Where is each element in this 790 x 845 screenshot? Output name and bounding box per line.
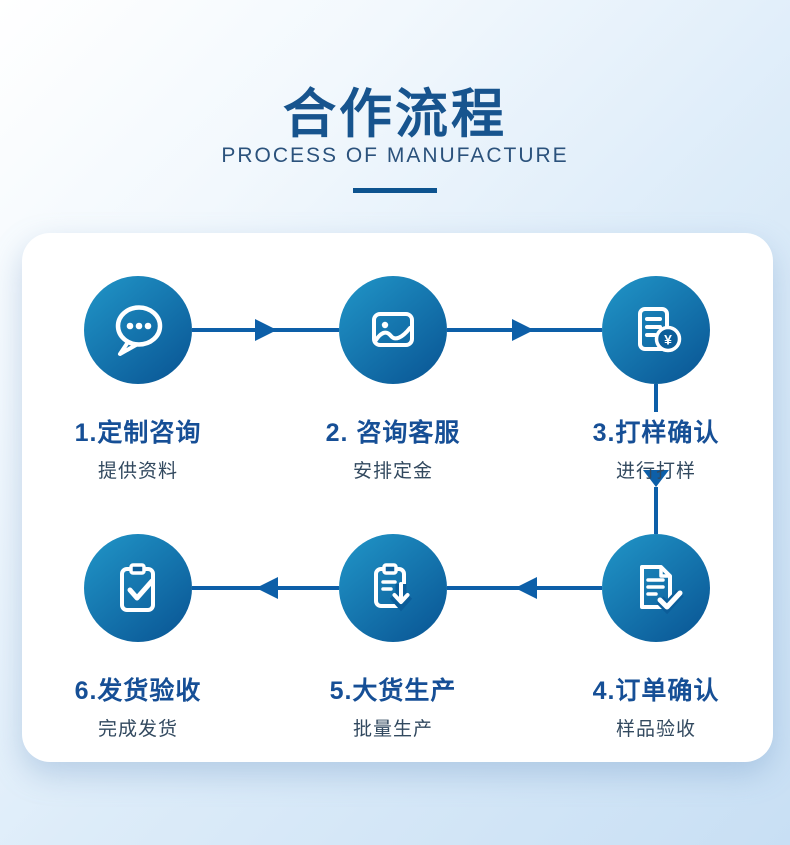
step-3-circle: ¥: [602, 276, 710, 384]
yuan-symbol: ¥: [664, 332, 672, 348]
document-check-icon: [640, 565, 684, 615]
step-5-mass-production: 5.大货生产 批量生产: [283, 534, 503, 741]
step-1-circle: [84, 276, 192, 384]
arrow-right-icon: [512, 319, 534, 341]
connector-line-3-4-upper: [654, 384, 658, 412]
arrow-down-icon: [643, 470, 669, 487]
step-6-delivery-acceptance: 6.发货验收 完成发货: [28, 534, 248, 741]
step-4-label: 4.订单确认: [592, 677, 720, 705]
clipboard-download-icon: [374, 563, 413, 612]
arrow-left-icon: [256, 577, 278, 599]
chat-bubble-icon: [115, 305, 163, 356]
step-5-sublabel: 批量生产: [352, 719, 433, 740]
step-3-label: 3.打样确认: [592, 419, 720, 447]
step-2-label: 2. 咨询客服: [325, 419, 461, 447]
step-4-sublabel: 样品验收: [615, 719, 696, 740]
step-5-label: 5.大货生产: [329, 677, 457, 705]
clipboard-check-icon: [120, 563, 155, 612]
page-title: 合作流程: [283, 85, 507, 144]
step-3-sublabel: 进行打样: [615, 461, 696, 482]
step-1-label: 1.定制咨询: [74, 419, 202, 447]
invoice-yuan-icon: ¥: [638, 307, 682, 353]
step-1-custom-consult: 1.定制咨询 提供资料: [28, 276, 248, 483]
step-1-sublabel: 提供资料: [97, 461, 178, 482]
step-5-circle: [339, 534, 447, 642]
title-divider: [353, 188, 437, 193]
step-4-circle: [602, 534, 710, 642]
step-2-circle: [339, 276, 447, 384]
step-6-circle: [84, 534, 192, 642]
photo-icon: [372, 312, 414, 347]
step-6-sublabel: 完成发货: [97, 719, 178, 740]
connector-line-3-4-lower: [654, 487, 658, 534]
arrow-right-icon: [255, 319, 277, 341]
process-card: 1.定制咨询 提供资料 2. 咨询客服 安排定金: [22, 233, 773, 762]
step-6-label: 6.发货验收: [74, 677, 202, 705]
step-4-order-confirm: 4.订单确认 样品验收: [546, 534, 766, 741]
arrow-left-icon: [515, 577, 537, 599]
step-3-sample-confirm: ¥ 3.打样确认 进行打样: [546, 276, 766, 483]
step-2-sublabel: 安排定金: [352, 461, 433, 482]
step-2-contact-service: 2. 咨询客服 安排定金: [283, 276, 503, 483]
page-subtitle: PROCESS OF MANUFACTURE: [221, 144, 569, 167]
